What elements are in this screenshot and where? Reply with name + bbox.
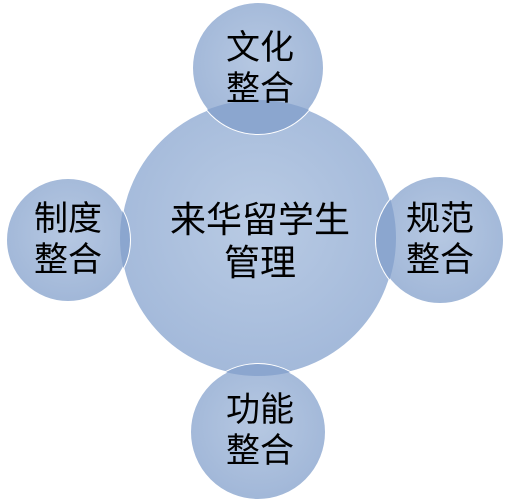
center-label: 来华留学生 管理 (140, 182, 380, 302)
top-label-line2: 整合 (226, 69, 294, 109)
center-label-line2: 管理 (223, 243, 296, 284)
right-label: 规范 整合 (376, 185, 504, 295)
bottom-label: 功能 整合 (196, 372, 324, 490)
top-label: 文化 整合 (196, 14, 324, 124)
center-label-line1: 来华留学生 (169, 199, 350, 241)
top-label-line1: 文化 (226, 28, 294, 69)
left-label-line1: 制度 (34, 199, 102, 240)
right-label-line2: 整合 (406, 240, 474, 280)
left-label-line2: 整合 (34, 240, 102, 280)
bottom-label-line1: 功能 (226, 390, 294, 431)
left-label: 制度 整合 (8, 185, 128, 295)
right-label-line1: 规范 (406, 199, 474, 240)
bottom-label-line2: 整合 (226, 431, 294, 471)
